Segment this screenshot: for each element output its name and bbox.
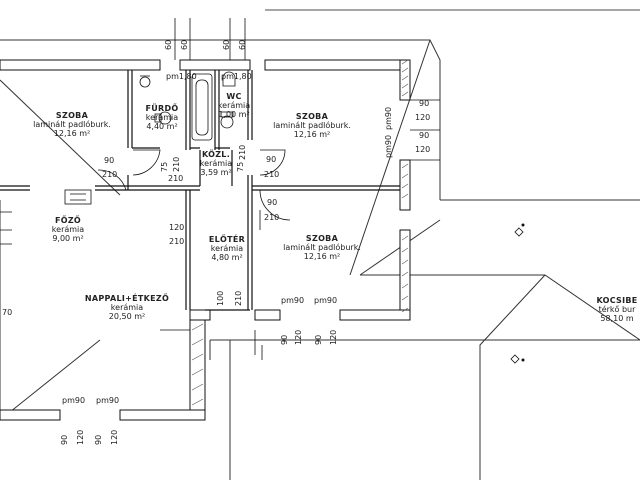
- room-name: SZOBA: [295, 112, 329, 121]
- dim-width: 90: [60, 434, 69, 445]
- room-floor: kerámia: [51, 225, 85, 235]
- dim-height: 120: [76, 429, 85, 445]
- dim-width: 75: [236, 161, 245, 172]
- room-area: 1,00 m²: [218, 110, 250, 120]
- dim-height: 120: [294, 329, 303, 345]
- room-floor: kerámia: [217, 101, 251, 111]
- dim-top: 60: [222, 39, 231, 50]
- room-name: ELŐTÉR: [208, 235, 246, 244]
- dim-top: 60: [180, 39, 189, 50]
- room-area: 4,80 m²: [211, 253, 243, 263]
- room-area: 12,16 m²: [303, 252, 341, 262]
- room-name: KOCSIBE: [596, 296, 638, 305]
- dim-width: 90: [104, 156, 115, 165]
- dim-height: 210: [234, 290, 243, 306]
- room-area: 12,16 m²: [53, 129, 91, 139]
- room-area: 58,10 m: [600, 314, 634, 324]
- room-area: 3,59 m²: [200, 168, 232, 178]
- dim-width: 100: [216, 290, 225, 306]
- dim-width: 90: [266, 155, 277, 164]
- dim-height: 120: [329, 329, 338, 345]
- room-area: 12,16 m²: [293, 130, 331, 140]
- room-name: SZOBA: [55, 111, 89, 120]
- dim-pm: pm1,80: [221, 72, 252, 81]
- dim-width: 90: [94, 434, 103, 445]
- dim-width: 90: [280, 334, 289, 345]
- dim-height: 210: [102, 170, 118, 179]
- room-nappali: NAPPALI+ÉTKEZŐ kerámia 20,50 m²: [85, 294, 169, 322]
- room-floor: laminált padlóburk.: [273, 121, 351, 131]
- room-name: FÜRDŐ: [145, 104, 179, 113]
- dim-height: 120: [415, 113, 431, 122]
- dim-pm: pm1,80: [166, 72, 197, 81]
- dim-top: 60: [238, 39, 247, 50]
- room-name: KÖZL.: [201, 150, 231, 159]
- dim-width: 90: [267, 198, 278, 207]
- dim-width: 70: [2, 308, 13, 317]
- dim-height: 210: [168, 174, 184, 183]
- dim-pm: pm90: [281, 296, 305, 305]
- room-floor: laminált padlóburk.: [283, 243, 361, 253]
- room-eloter: ELŐTÉR kerámia 4,80 m²: [209, 235, 245, 263]
- dim-height: 210: [238, 144, 247, 160]
- dim-pm: pm90: [384, 134, 393, 158]
- room-floor: kerámia: [110, 303, 144, 313]
- room-floor: térkő bur: [598, 305, 636, 315]
- room-area: 4,40 m²: [146, 122, 178, 132]
- dim-height: 210: [169, 237, 185, 246]
- room-name: FŐZŐ: [54, 216, 82, 225]
- dim-pm: pm90: [314, 296, 338, 305]
- survey-point: [521, 223, 525, 227]
- room-name: WC: [226, 92, 242, 101]
- dim-height: 210: [264, 170, 280, 179]
- dim-width: 90: [314, 334, 323, 345]
- room-kozl: KÖZL. kerámia 3,59 m²: [200, 150, 232, 178]
- dim-height: 120: [415, 145, 431, 154]
- room-floor: kerámia: [145, 113, 179, 123]
- room-area: 9,00 m²: [52, 234, 84, 244]
- dim-height: 120: [110, 429, 119, 445]
- room-wc: WC kerámia 1,00 m²: [218, 92, 250, 120]
- room-floor: kerámia: [199, 159, 233, 169]
- room-area: 20,50 m²: [108, 312, 146, 322]
- dim-width: 75: [160, 161, 169, 172]
- room-name: NAPPALI+ÉTKEZŐ: [84, 294, 170, 303]
- dim-height: 210: [172, 156, 181, 172]
- room-floor: laminált padlóburk.: [33, 120, 111, 130]
- room-szoba-2: SZOBA laminált padlóburk. 12,16 m²: [273, 112, 351, 140]
- room-kocsibe: KOCSIBE térkő bur 58,10 m: [596, 296, 637, 324]
- room-szoba-1: SZOBA laminált padlóburk. 12,16 m²: [33, 111, 111, 139]
- dim-top: 60: [164, 39, 173, 50]
- dim-pm: pm90: [96, 396, 120, 405]
- survey-point: [521, 358, 525, 362]
- room-name: SZOBA: [305, 234, 339, 243]
- dim-width: 90: [419, 99, 430, 108]
- dim-pm: pm90: [384, 106, 393, 130]
- dim-height: 210: [264, 213, 280, 222]
- dim-pm: pm90: [62, 396, 86, 405]
- room-floor: kerámia: [210, 244, 244, 254]
- dim-width: 90: [419, 131, 430, 140]
- room-furdo: FÜRDŐ kerámia 4,40 m²: [145, 104, 178, 132]
- room-fozo: FŐZŐ kerámia 9,00 m²: [52, 216, 84, 244]
- room-szoba-3: SZOBA laminált padlóburk. 12,16 m²: [283, 234, 361, 262]
- dim-height: 120: [169, 223, 185, 232]
